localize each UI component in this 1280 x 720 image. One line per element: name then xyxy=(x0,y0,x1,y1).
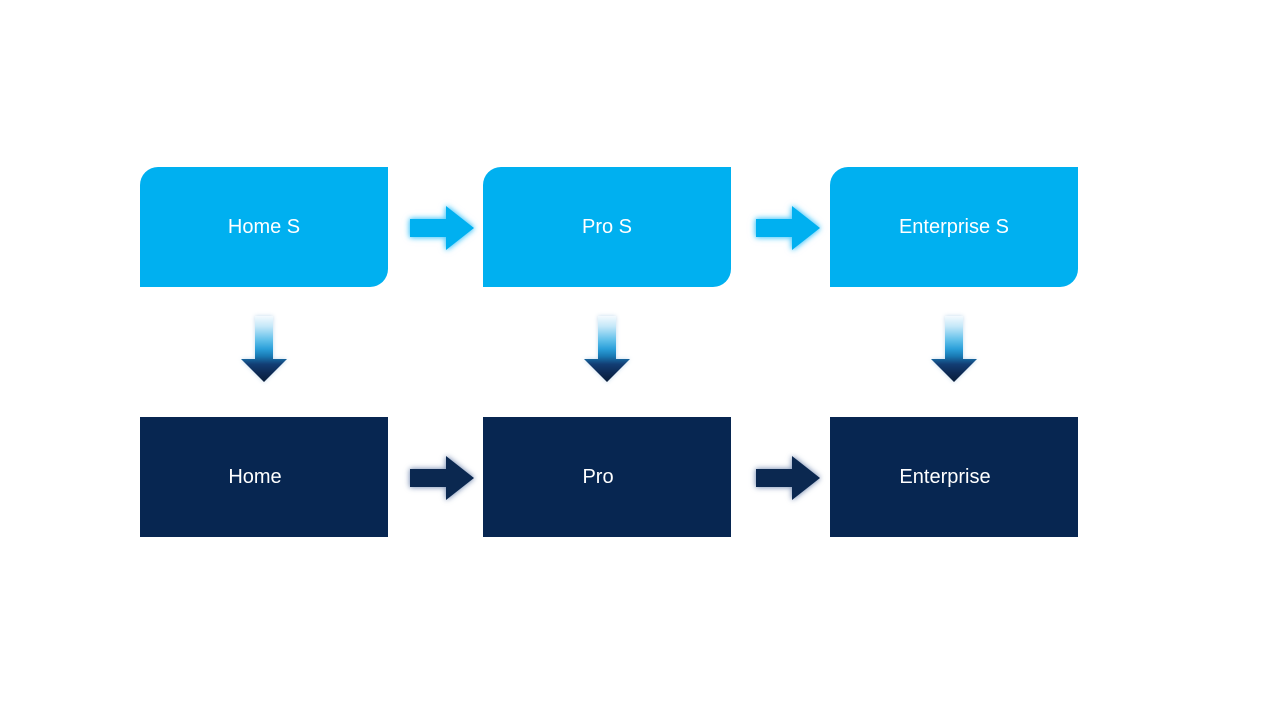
down-arrow-icon-enterprise-s-to-enterprise xyxy=(931,316,977,382)
shape-pro-label: Pro xyxy=(582,466,614,488)
right-arrow-shape xyxy=(756,456,820,500)
down-arrow-icon-pro-s-to-pro xyxy=(584,316,630,382)
shape-home: Home xyxy=(140,417,388,537)
down-arrow-shape xyxy=(584,316,630,382)
right-arrow-shape xyxy=(410,456,474,500)
shape-enterprise-s: Enterprise S xyxy=(830,167,1078,287)
shape-enterprise-label: Enterprise xyxy=(899,466,991,488)
shape-pro-s: Pro S xyxy=(483,167,731,287)
down-arrow-shape xyxy=(241,316,287,382)
shape-home-label: Home xyxy=(228,466,282,488)
right-arrow-shape xyxy=(410,206,474,250)
shape-enterprise-s-label: Enterprise S xyxy=(898,216,1010,238)
shape-pro: Pro xyxy=(483,417,731,537)
right-arrow-icon-home-s-to-pro-s xyxy=(410,206,474,250)
shape-pro-s-label: Pro S xyxy=(581,216,633,238)
shape-home-s: Home S xyxy=(140,167,388,287)
right-arrow-icon-pro-to-enterprise xyxy=(756,456,820,500)
right-arrow-icon-home-to-pro xyxy=(410,456,474,500)
right-arrow-shape xyxy=(756,206,820,250)
shape-home-s-label: Home S xyxy=(227,216,301,238)
shape-enterprise: Enterprise xyxy=(830,417,1078,537)
down-arrow-icon-home-s-to-home xyxy=(241,316,287,382)
right-arrow-icon-pro-s-to-enterprise-s xyxy=(756,206,820,250)
down-arrow-shape xyxy=(931,316,977,382)
